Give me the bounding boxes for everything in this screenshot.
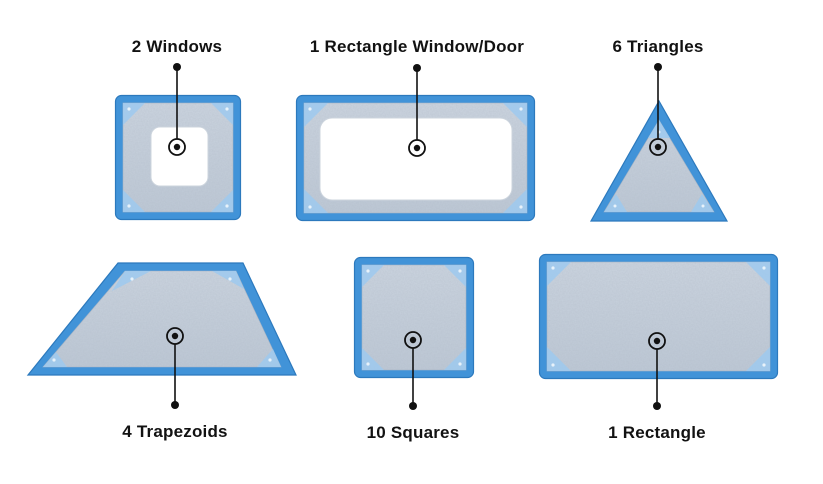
rivet-dot xyxy=(52,358,56,362)
label-rectangle: 1 Rectangle xyxy=(608,423,706,442)
callout-rect-window-door xyxy=(408,64,426,157)
rectangle-texture xyxy=(547,262,770,371)
rivet-dot xyxy=(127,204,131,208)
callout-trapezoids xyxy=(166,327,184,409)
square-tile xyxy=(353,256,475,379)
rivet-dot xyxy=(613,204,617,208)
rivet-dot xyxy=(458,269,462,273)
rivet-dot xyxy=(519,205,523,209)
callout-triangles xyxy=(649,63,667,156)
trapezoid-tile xyxy=(26,262,297,376)
rivet-dot xyxy=(308,205,312,209)
corner-brace xyxy=(648,120,670,138)
label-rect-window-door: 1 Rectangle Window/Door xyxy=(309,37,525,56)
corner-brace xyxy=(257,349,281,367)
rect-window-door-tile xyxy=(295,94,536,222)
callout-squares xyxy=(404,331,422,410)
rivet-dot xyxy=(551,266,555,270)
label-squares: 10 Squares xyxy=(366,423,460,442)
rivet-dot xyxy=(551,363,555,367)
rivet-dot xyxy=(458,362,462,366)
rivet-dot xyxy=(519,107,523,111)
square-texture xyxy=(362,265,466,370)
window-square-tile xyxy=(114,94,242,221)
callout-rectangle xyxy=(648,332,666,410)
corner-brace xyxy=(691,194,714,212)
label-windows: 2 Windows xyxy=(131,37,223,56)
rivet-dot xyxy=(366,362,370,366)
callout-windows xyxy=(168,63,186,156)
rivet-dot xyxy=(228,277,232,281)
corner-brace xyxy=(112,271,151,291)
corner-brace xyxy=(212,271,244,289)
rivet-dot xyxy=(308,107,312,111)
triangle-tile xyxy=(589,99,729,222)
window-opening xyxy=(150,126,209,187)
rivet-dot xyxy=(130,277,134,281)
rivet-dot xyxy=(366,269,370,273)
rectangle-tile xyxy=(538,253,779,380)
corner-brace xyxy=(604,194,627,212)
rivet-dot xyxy=(701,204,705,208)
label-trapezoids: 4 Trapezoids xyxy=(122,422,228,441)
rivet-dot xyxy=(268,358,272,362)
rivet-dot xyxy=(762,266,766,270)
door-opening xyxy=(319,117,513,201)
rivet-dot xyxy=(127,107,131,111)
rivet-dot xyxy=(225,204,229,208)
label-triangles: 6 Triangles xyxy=(612,37,704,56)
rivet-dot xyxy=(762,363,766,367)
rivet-dot xyxy=(225,107,229,111)
